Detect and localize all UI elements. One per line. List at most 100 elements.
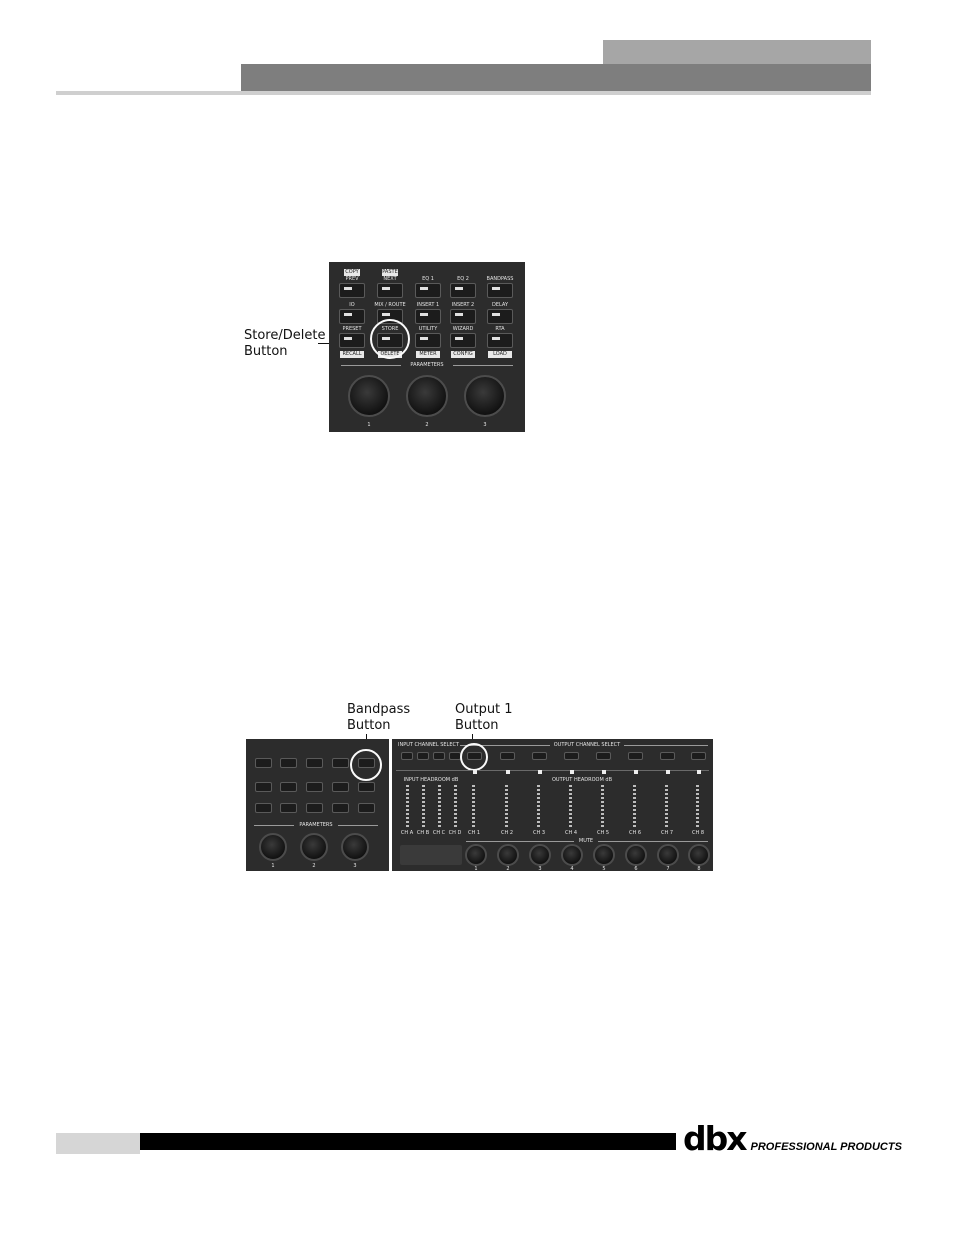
f2-knob-number-2: 2 xyxy=(312,863,316,869)
f2-preset-button[interactable] xyxy=(255,803,272,813)
input-c-button[interactable] xyxy=(433,752,445,760)
output-8-button[interactable] xyxy=(691,752,706,760)
input-headroom-label: INPUT HEADROOM dB xyxy=(403,777,459,783)
insert2-label: INSERT 2 xyxy=(451,302,475,308)
output-meter-1 xyxy=(472,785,475,827)
f2-eq2-button[interactable] xyxy=(332,758,349,768)
input-ch-c-label: CH C xyxy=(432,830,446,836)
footer-bar xyxy=(140,1133,676,1150)
knob-number-1: 1 xyxy=(367,422,371,428)
preset-label: PRESET xyxy=(342,326,362,332)
next-button[interactable] xyxy=(377,283,403,298)
f2-delay-button[interactable] xyxy=(358,782,375,792)
input-b-button[interactable] xyxy=(417,752,429,760)
f2-insert2-button[interactable] xyxy=(332,782,349,792)
link-dot-7 xyxy=(666,770,670,774)
insert1-button[interactable] xyxy=(415,309,441,324)
output-meter-8 xyxy=(696,785,699,827)
prev-label: PREV xyxy=(345,276,359,282)
output-7-button[interactable] xyxy=(660,752,675,760)
parameter-knob-3[interactable] xyxy=(464,375,506,417)
link-dot-1 xyxy=(473,770,477,774)
f2-wizard-button[interactable] xyxy=(332,803,349,813)
mute-knob-4[interactable] xyxy=(561,844,583,866)
bandpass-highlight xyxy=(350,749,382,781)
eq2-button[interactable] xyxy=(450,283,476,298)
f2-utility-button[interactable] xyxy=(306,803,323,813)
preset-button[interactable] xyxy=(339,333,365,348)
output-6-button[interactable] xyxy=(628,752,643,760)
rta-button[interactable] xyxy=(487,333,513,348)
delay-button[interactable] xyxy=(487,309,513,324)
mute-number-6: 6 xyxy=(634,866,638,871)
f2-eq1-button[interactable] xyxy=(306,758,323,768)
prev-button[interactable] xyxy=(339,283,365,298)
mute-knob-7[interactable] xyxy=(657,844,679,866)
mute-knob-2[interactable] xyxy=(497,844,519,866)
input-select-rule xyxy=(460,745,550,746)
utility-button[interactable] xyxy=(415,333,441,348)
eq1-button[interactable] xyxy=(415,283,441,298)
bandpass-button[interactable] xyxy=(487,283,513,298)
insert1-label: INSERT 1 xyxy=(416,302,440,308)
delay-label: DELAY xyxy=(492,302,508,308)
output1-callout-line2: Button xyxy=(455,718,499,733)
f2-store-button[interactable] xyxy=(280,803,297,813)
input-meter-b xyxy=(422,785,425,827)
input-meter-d xyxy=(454,785,457,827)
insert2-button[interactable] xyxy=(450,309,476,324)
next-label: NEXT xyxy=(383,276,397,282)
mute-knob-1[interactable] xyxy=(465,844,487,866)
output-2-button[interactable] xyxy=(500,752,515,760)
output-5-button[interactable] xyxy=(596,752,611,760)
f2-knob-number-1: 1 xyxy=(271,863,275,869)
mute-knob-3[interactable] xyxy=(529,844,551,866)
mute-number-1: 1 xyxy=(474,866,478,871)
f2-io-button[interactable] xyxy=(255,782,272,792)
f2-parameter-knob-3[interactable] xyxy=(341,833,369,861)
mute-rule-right xyxy=(598,841,708,842)
parameter-knob-1[interactable] xyxy=(348,375,390,417)
f2-parameter-knob-1[interactable] xyxy=(259,833,287,861)
link-dot-6 xyxy=(634,770,638,774)
f2-parameter-knob-2[interactable] xyxy=(300,833,328,861)
parameters-rule-right xyxy=(453,365,513,366)
meter-label: METER xyxy=(416,351,440,358)
rta-label: RTA xyxy=(495,326,505,332)
copy-label: COPY xyxy=(344,269,360,276)
paste-label: PASTE xyxy=(382,269,398,276)
parameter-knob-2[interactable] xyxy=(406,375,448,417)
output-select-rule xyxy=(624,745,708,746)
output-ch-4-label: CH 4 xyxy=(564,830,578,836)
output-headroom-label: OUTPUT HEADROOM dB xyxy=(551,777,612,783)
output1-highlight xyxy=(460,743,488,771)
f2-next-button[interactable] xyxy=(280,758,297,768)
mute-number-3: 3 xyxy=(538,866,542,871)
output-3-button[interactable] xyxy=(532,752,547,760)
link-dot-2 xyxy=(506,770,510,774)
utility-label: UTILITY xyxy=(418,326,438,332)
mute-knob-5[interactable] xyxy=(593,844,615,866)
input-a-button[interactable] xyxy=(401,752,413,760)
f2-rta-button[interactable] xyxy=(358,803,375,813)
f2-parameters-label: PARAMETERS xyxy=(299,822,333,828)
mute-knob-8[interactable] xyxy=(688,844,710,866)
wizard-button[interactable] xyxy=(450,333,476,348)
input-meter-c xyxy=(438,785,441,827)
bandpass-callout-line2: Button xyxy=(347,718,391,733)
recall-label: RECALL xyxy=(340,351,364,358)
output-ch-5-label: CH 5 xyxy=(596,830,610,836)
output-ch-7-label: CH 7 xyxy=(660,830,674,836)
output-ch-2-label: CH 2 xyxy=(500,830,514,836)
output-4-button[interactable] xyxy=(564,752,579,760)
io-button[interactable] xyxy=(339,309,365,324)
status-box xyxy=(400,845,462,865)
link-dot-5 xyxy=(602,770,606,774)
f2-mix-route-button[interactable] xyxy=(280,782,297,792)
f2-prev-button[interactable] xyxy=(255,758,272,768)
figure1-control-panel: COPY PASTE PREV NEXT EQ 1 EQ 2 BANDPASS … xyxy=(329,262,525,432)
mute-knob-6[interactable] xyxy=(625,844,647,866)
mix-route-label: MIX / ROUTE xyxy=(374,302,406,308)
f2-insert1-button[interactable] xyxy=(306,782,323,792)
parameters-label: PARAMETERS xyxy=(410,362,444,368)
